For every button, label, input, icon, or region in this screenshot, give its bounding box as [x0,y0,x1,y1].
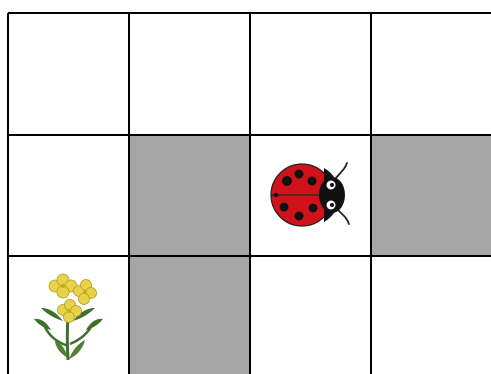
flower-icon[interactable] [28,266,108,366]
cell-r2-c1-wall [129,256,250,374]
cell-r2-c2[interactable] [250,256,371,374]
cell-r0-c1[interactable] [129,13,250,135]
ladybug-icon[interactable] [268,160,358,230]
cell-r0-c0[interactable] [8,13,129,135]
cell-r1-c1-wall [129,135,250,256]
cell-r0-c2[interactable] [250,13,371,135]
cell-r0-c3[interactable] [371,13,491,135]
cell-r2-c3[interactable] [371,256,491,374]
cell-r1-c0[interactable] [8,135,129,256]
cell-r1-c3-wall [371,135,491,256]
